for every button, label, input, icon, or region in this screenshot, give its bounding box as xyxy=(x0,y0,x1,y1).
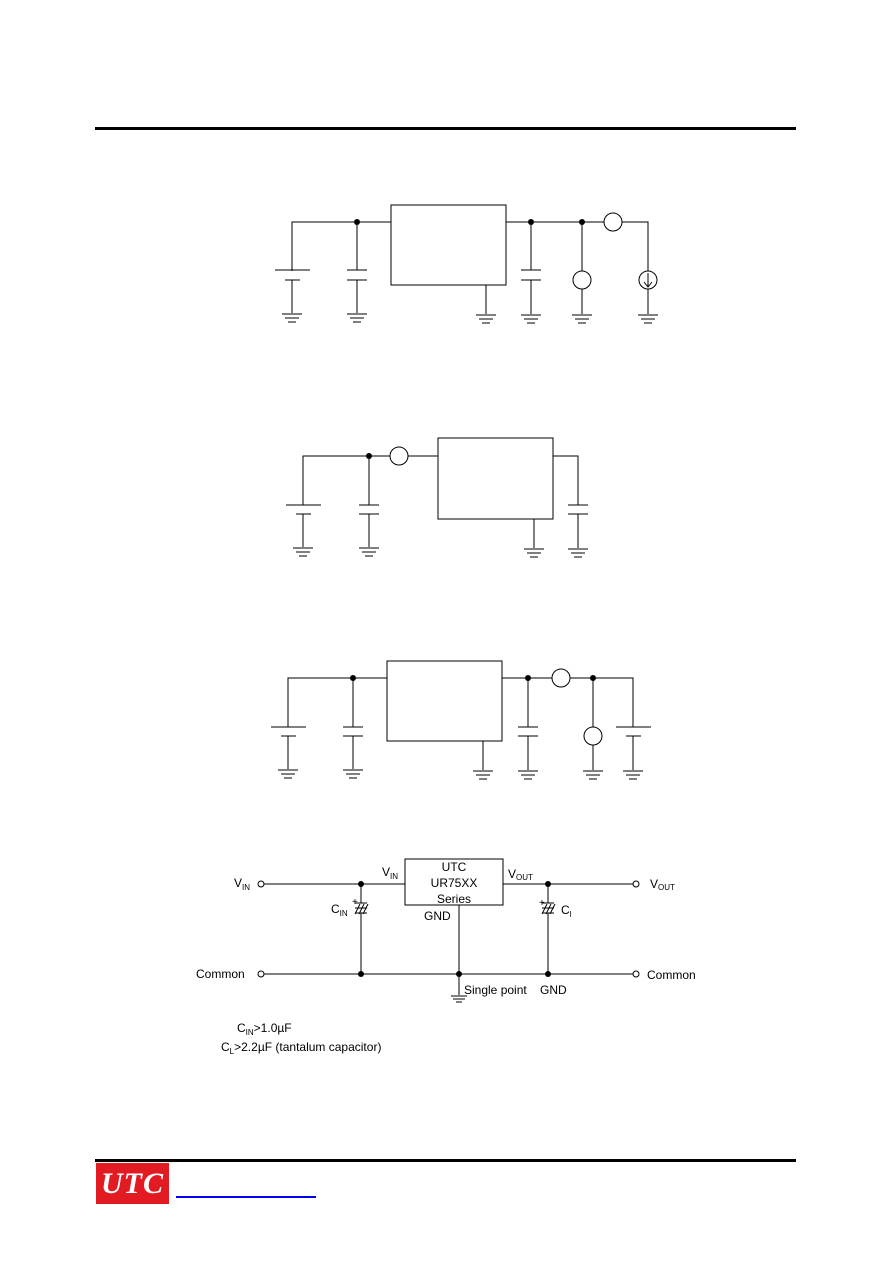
ground-symbol xyxy=(572,314,592,324)
pin-vin-label: VIN xyxy=(382,865,398,881)
ground-symbol xyxy=(473,770,493,780)
pin-vout-label: VOUT xyxy=(508,867,533,882)
ic-line-3: Series xyxy=(437,892,471,906)
ground-symbol xyxy=(638,314,658,324)
common-terminal-left xyxy=(257,970,265,978)
ground-symbol xyxy=(583,770,603,780)
ground-symbol xyxy=(568,548,588,558)
regulator-box xyxy=(386,660,503,742)
single-point-label: Single point xyxy=(464,983,527,997)
ic-line-2: UR75XX xyxy=(431,876,478,890)
common-left-label: Common xyxy=(196,967,245,981)
ground-symbol xyxy=(359,547,379,557)
ground-symbol xyxy=(518,770,538,780)
header-rule xyxy=(95,127,796,130)
regulator-ic-box xyxy=(404,858,504,906)
note-cin: CIN>1.0µF xyxy=(237,1021,292,1037)
ground-symbol xyxy=(293,547,313,557)
regulator-box xyxy=(390,204,507,286)
terminal-vin-label: VIN xyxy=(234,876,250,892)
ground-symbol xyxy=(347,313,367,323)
ground-symbol xyxy=(451,995,467,1003)
meter-circle xyxy=(551,668,571,688)
cap-l-plus: + xyxy=(539,898,545,909)
test-circuit-3 xyxy=(271,660,651,780)
cap-l-label: Cl xyxy=(561,903,572,919)
meter-circle xyxy=(583,726,603,746)
website-link[interactable] xyxy=(176,1196,316,1198)
meter-circle xyxy=(572,270,592,290)
logo-text: UTC xyxy=(101,1166,164,1200)
common-right-label: Common xyxy=(647,968,696,982)
vin-terminal xyxy=(257,880,265,888)
cap-in-plus: + xyxy=(352,897,358,908)
pin-gnd-label: GND xyxy=(424,909,451,923)
vout-terminal xyxy=(632,880,640,888)
test-circuit-1 xyxy=(275,204,658,324)
meter-circle xyxy=(603,212,623,232)
test-circuit-2 xyxy=(286,437,588,558)
common-terminal-right xyxy=(632,970,640,978)
application-circuit: UTC UR75XX Series VIN VOUT GND VIN VOUT … xyxy=(196,858,696,1056)
ground-symbol xyxy=(623,770,643,780)
utc-logo: UTC xyxy=(96,1163,169,1204)
footer-rule xyxy=(95,1159,796,1162)
ground-symbol xyxy=(343,769,363,779)
meter-circle xyxy=(389,446,409,466)
cap-in-label: CIN xyxy=(331,902,348,918)
ic-line-1: UTC xyxy=(442,860,467,874)
ground-symbol xyxy=(278,769,298,779)
ground-symbol xyxy=(524,548,544,558)
ground-symbol xyxy=(282,313,302,323)
ground-symbol xyxy=(521,314,541,324)
regulator-box xyxy=(437,437,554,520)
ground-symbol xyxy=(476,314,496,324)
note-cl: CL>2.2µF (tantalum capacitor) xyxy=(221,1040,381,1056)
gnd-label: GND xyxy=(540,983,567,997)
terminal-vout-label: VOUT xyxy=(650,877,675,892)
